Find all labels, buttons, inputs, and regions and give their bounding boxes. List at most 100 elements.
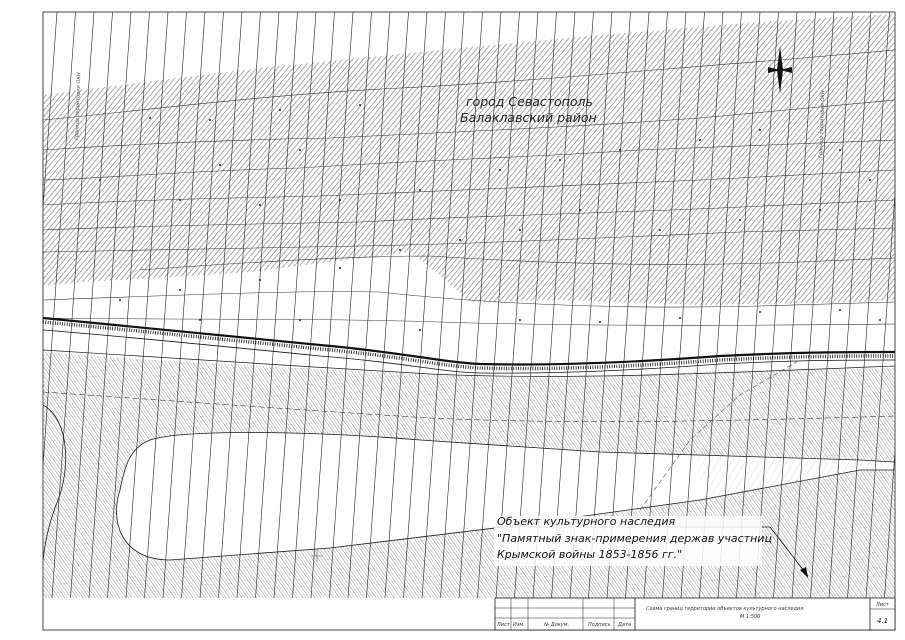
heritage-line-3: Крымской войны 1853-1856 гг." — [497, 548, 682, 561]
parcel-grid-line — [680, 12, 724, 598]
survey-mark-icon — [311, 550, 323, 562]
right-light-area — [690, 410, 895, 598]
road-edge — [43, 349, 895, 377]
parcel-grid-line — [551, 12, 594, 598]
tb-sheet-label: Лист — [875, 602, 890, 608]
parcel-grid-line — [310, 12, 354, 598]
title-block: Лист Изм. № Докум. Подпись Дата Схема гр… — [494, 597, 896, 631]
parcel-grid-line — [884, 447, 895, 598]
elevation-points — [99, 104, 881, 331]
tb-col-sign: Подпись — [588, 622, 611, 628]
parcel-grid-line — [458, 12, 502, 598]
parcel-grid-line — [88, 12, 132, 598]
parcel-grid-line — [810, 12, 853, 598]
parcel-grid-line — [144, 12, 187, 598]
retaining-wall — [43, 316, 895, 374]
tb-col-doc: № Докум. — [543, 622, 569, 628]
parcel-grid-line — [125, 12, 169, 598]
parcel-grid-line — [865, 189, 895, 598]
parcel-grid-line — [329, 12, 372, 598]
boundary-dashed — [639, 359, 801, 511]
road-edge-2 — [43, 391, 895, 422]
parcel-grid-line — [384, 12, 428, 598]
elevation-point — [209, 119, 211, 121]
parcel-grid-line — [477, 12, 520, 598]
elevation-point — [619, 149, 621, 151]
parcel-grid-line — [366, 12, 409, 598]
side-note-left: Граница территории ОКН — [74, 72, 82, 140]
elevation-point — [299, 319, 301, 321]
elevation-point — [679, 317, 681, 319]
parcel-grid-line — [828, 12, 872, 598]
parcel-grid-line — [403, 12, 446, 598]
elevation-point — [699, 139, 701, 141]
elevation-point — [599, 321, 601, 323]
parcel-grid-line — [292, 12, 335, 598]
parcel-grid-line — [162, 12, 206, 598]
elevation-point — [179, 289, 181, 291]
parcel-grid-line — [606, 12, 650, 598]
parcel-grid-line — [588, 12, 631, 598]
parcel-grid-line — [717, 12, 761, 598]
elevation-point — [259, 204, 261, 206]
elevation-point — [149, 117, 151, 119]
north-arrow-icon — [768, 46, 792, 94]
parcel-grid-line — [625, 12, 668, 598]
elevation-point — [519, 229, 521, 231]
elevation-point — [279, 109, 281, 111]
elevation-point — [339, 267, 341, 269]
parcel-grid-line — [181, 12, 224, 598]
tb-sheet-number: 4.1 — [877, 617, 888, 625]
heritage-line-1: Объект культурного наследия — [497, 515, 676, 528]
parcel-grid-line — [569, 12, 613, 598]
elevation-point — [299, 149, 301, 151]
parcel-grid-line — [421, 12, 465, 598]
tb-scale: М 1:500 — [740, 614, 760, 620]
parcel-grid-line — [514, 12, 557, 598]
parcel-grid-line — [736, 12, 779, 598]
parcel-grid-line — [51, 12, 95, 598]
parcel-grid-line — [218, 12, 261, 598]
parcel-grid-line — [662, 12, 705, 598]
parcel-grid-line — [643, 12, 687, 598]
elevation-point — [759, 129, 761, 131]
elevation-point — [839, 309, 841, 311]
parcel-grid-line — [699, 12, 742, 598]
elevation-point — [179, 199, 181, 201]
tb-col-change: Изм. — [513, 622, 525, 628]
elevation-point — [399, 249, 401, 251]
parcel-grid-line — [255, 12, 298, 598]
tb-col-date: Дата — [617, 622, 631, 628]
tb-col-sheet: Лист — [496, 622, 511, 628]
elevation-point — [219, 164, 221, 166]
parcel-grid-line — [347, 12, 391, 598]
slope-hatch-area — [43, 14, 895, 305]
elevation-point — [559, 159, 561, 161]
elevation-point — [659, 229, 661, 231]
elevation-point — [519, 319, 521, 321]
elevation-point — [579, 209, 581, 211]
parcel-grid-line — [440, 12, 483, 598]
parcel-grid-line — [43, 12, 58, 212]
elevation-point — [879, 319, 881, 321]
heritage-line-2: "Памятный знак-примерения держав участни… — [497, 532, 772, 545]
elevation-point — [99, 179, 101, 181]
tb-title: Схема границ территории объектов культур… — [646, 606, 803, 612]
elevation-point — [839, 149, 841, 151]
elevation-point — [869, 179, 871, 181]
elevation-point — [499, 169, 501, 171]
parcel-grid-line — [236, 12, 280, 598]
side-note-right: Граница территории ОКН — [818, 90, 826, 158]
parcel-grid-line — [0, 12, 20, 598]
parcel-grid-line — [199, 12, 243, 598]
contour-lines — [43, 49, 895, 326]
elevation-point — [419, 329, 421, 331]
elevation-point — [119, 299, 121, 301]
district-label: Балаклавский район — [460, 110, 597, 125]
elevation-point — [339, 199, 341, 201]
drawing-frame — [42, 11, 896, 631]
parcel-grid-line — [273, 12, 317, 598]
elevation-point — [759, 311, 761, 313]
elevation-point — [199, 319, 201, 321]
